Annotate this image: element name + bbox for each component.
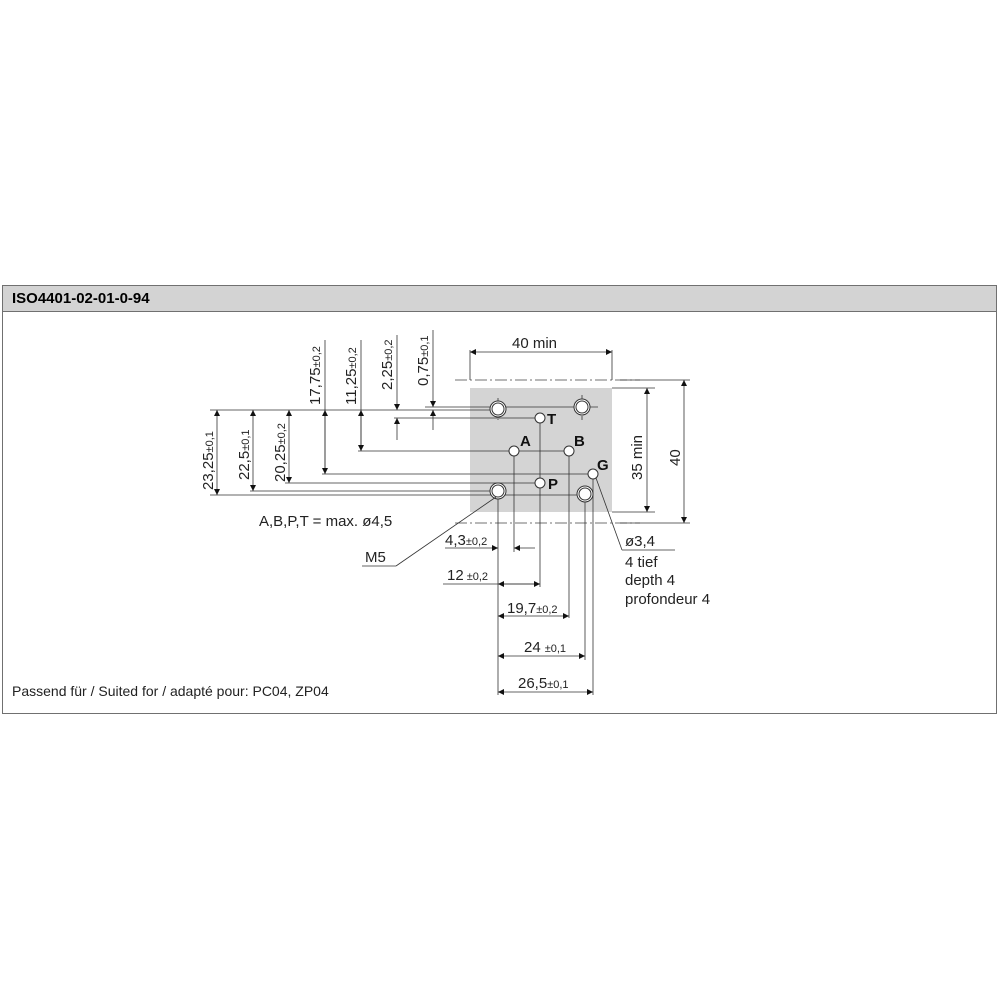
title-bar: ISO4401-02-01-0-94 (2, 285, 997, 312)
dim-height-min-label: 35 min (629, 435, 646, 480)
g-depth-note-en: depth 4 (625, 572, 675, 589)
g-depth-note-de: 4 tief (625, 554, 658, 571)
port-g-hole (587, 468, 599, 480)
g-depth-note-fr: profondeur 4 (625, 591, 710, 608)
port-a-hole (508, 445, 520, 457)
port-p-hole (534, 477, 546, 489)
port-b-label: B (574, 433, 585, 450)
suited-for-note: Passend für / Suited for / adapté pour: … (12, 683, 329, 699)
horizontal-dim-labels: 4,3±0,2 12±0,2 19,7±0,2 24±0,1 26,5±0,1 (445, 532, 569, 692)
g-hole-diameter-note: ø3,4 (625, 533, 655, 550)
port-a-label: A (520, 433, 531, 450)
svg-text:22,5±0,1: 22,5±0,1 (236, 429, 253, 480)
svg-text:19,7±0,2: 19,7±0,2 (507, 600, 558, 617)
port-g-label: G (597, 457, 609, 474)
port-b-hole (563, 445, 575, 457)
drawing-title: ISO4401-02-01-0-94 (12, 290, 150, 307)
dim-height-label: 40 (667, 449, 684, 466)
svg-text:17,75±0,2: 17,75±0,2 (307, 346, 324, 405)
port-t-hole (534, 412, 546, 424)
svg-text:4,3±0,2: 4,3±0,2 (445, 532, 487, 549)
svg-text:26,5±0,1: 26,5±0,1 (518, 675, 569, 692)
svg-text:20,25±0,2: 20,25±0,2 (272, 423, 289, 482)
port-size-note: A,B,P,T = max. ø4,5 (259, 513, 392, 530)
dim-width-min-label: 40 min (512, 335, 557, 352)
svg-text:11,25±0,2: 11,25±0,2 (343, 347, 360, 405)
m5-holes (489, 398, 594, 503)
svg-text:24±0,1: 24±0,1 (524, 639, 566, 656)
svg-text:0,75±0,1: 0,75±0,1 (415, 335, 432, 386)
svg-text:23,25±0,1: 23,25±0,1 (200, 431, 217, 490)
svg-text:12±0,2: 12±0,2 (447, 567, 488, 584)
thread-note: M5 (365, 549, 386, 566)
port-t-label: T (547, 411, 556, 428)
vertical-dim-labels: 23,25±0,1 22,5±0,1 20,25±0,2 17,75±0,2 1… (200, 335, 432, 490)
svg-text:2,25±0,2: 2,25±0,2 (379, 339, 396, 390)
port-p-label: P (548, 476, 558, 493)
